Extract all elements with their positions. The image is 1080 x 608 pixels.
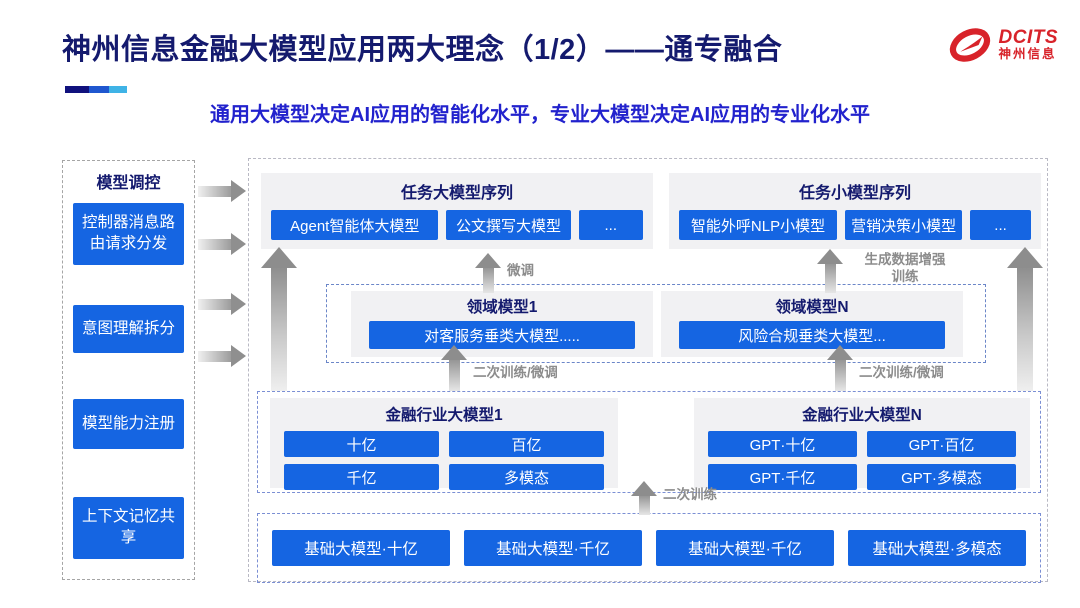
logo-brand-cn: 神州信息 xyxy=(998,47,1057,62)
industry-model-1-header: 金融行业大模型1 xyxy=(385,407,503,424)
up-arrow-icon xyxy=(631,481,657,515)
industry-model-n-panel: 金融行业大模型N GPT·十亿 GPT·百亿 GPT·千亿 GPT·多模态 xyxy=(694,398,1030,490)
model-control-panel: 模型调控 控制器消息路由请求分发 意图理解拆分 模型能力注册 上下文记忆共享 xyxy=(62,160,195,580)
right-arrow-icon xyxy=(198,233,246,255)
task-small-model-more: ... xyxy=(970,210,1031,240)
domain-models-group: 领域模型1 对客服务垂类大模型..... 领域模型N 风险合规垂类大模型... xyxy=(326,284,986,363)
task-large-models-panel: 任务大模型序列 Agent智能体大模型 公文撰写大模型 ... xyxy=(261,173,653,249)
up-arrow-tall-icon xyxy=(261,247,297,391)
industry-model-n-gpt-10b: GPT·百亿 xyxy=(867,431,1016,457)
domain-model-n-panel: 领域模型N 风险合规垂类大模型... xyxy=(661,291,963,357)
industry-model-1-multimodal: 多模态 xyxy=(449,464,604,490)
label-gen-data-augment-training: 生成数据增强 训练 xyxy=(847,252,963,286)
domain-model-n-header: 领域模型N xyxy=(775,299,849,316)
industry-model-1-panel: 金融行业大模型1 十亿 百亿 千亿 多模态 xyxy=(270,398,618,490)
up-arrow-icon xyxy=(475,253,501,293)
industry-model-1-scale-100b: 千亿 xyxy=(284,464,439,490)
task-small-model-marketing: 营销决策小模型 xyxy=(845,210,963,240)
task-large-models-header: 任务大模型序列 xyxy=(400,185,513,202)
logo-brand-text: DCITS xyxy=(998,27,1058,49)
domain-model-1-item: 对客服务垂类大模型..... xyxy=(369,321,635,349)
industry-model-n-gpt-multimodal: GPT·多模态 xyxy=(867,464,1016,490)
label-secondary-training: 二次训练 xyxy=(663,487,717,502)
base-model-1b: 基础大模型·十亿 xyxy=(272,530,450,566)
task-small-model-outbound-nlp: 智能外呼NLP小模型 xyxy=(679,210,838,240)
task-large-model-more: ... xyxy=(578,210,643,240)
model-control-header: 模型调控 xyxy=(96,175,161,192)
right-arrow-icon xyxy=(198,293,246,315)
right-arrow-icon xyxy=(198,345,246,367)
up-arrow-tall-icon xyxy=(1007,247,1043,391)
accent-bar-segment xyxy=(89,86,109,93)
industry-model-1-scale-1b: 十亿 xyxy=(284,431,439,457)
industry-model-n-gpt-100b: GPT·千亿 xyxy=(708,464,857,490)
title-accent-bar xyxy=(65,86,127,93)
sidebar-item-capability-register: 模型能力注册 xyxy=(73,399,184,449)
industry-model-1-scale-10b: 百亿 xyxy=(449,431,604,457)
accent-bar-segment xyxy=(65,86,89,93)
up-arrow-icon xyxy=(827,345,853,391)
page-subtitle: 通用大模型决定AI应用的智能化水平，专业大模型决定AI应用的专业化水平 xyxy=(210,104,870,126)
up-arrow-icon xyxy=(441,345,467,391)
domain-model-1-panel: 领域模型1 对客服务垂类大模型..... xyxy=(351,291,653,357)
dcits-swirl-icon xyxy=(949,28,990,62)
sidebar-item-context-memory: 上下文记忆共享 xyxy=(73,497,184,559)
task-small-models-panel: 任务小模型序列 智能外呼NLP小模型 营销决策小模型 ... xyxy=(669,173,1041,249)
dcits-logo: DCITS 神州信息 xyxy=(947,22,1059,68)
right-arrow-icon xyxy=(198,180,246,202)
accent-bar-segment xyxy=(109,86,127,93)
base-model-100b-a: 基础大模型·千亿 xyxy=(464,530,642,566)
domain-model-n-item: 风险合规垂类大模型... xyxy=(679,321,945,349)
sidebar-item-controller-routing: 控制器消息路由请求分发 xyxy=(73,203,184,265)
industry-model-n-gpt-1b: GPT·十亿 xyxy=(708,431,857,457)
up-arrow-icon xyxy=(817,249,843,293)
sidebar-item-intent-split: 意图理解拆分 xyxy=(73,305,184,353)
task-large-model-doc-writing: 公文撰写大模型 xyxy=(446,210,571,240)
industry-model-n-header: 金融行业大模型N xyxy=(802,407,922,424)
main-diagram: 任务大模型序列 Agent智能体大模型 公文撰写大模型 ... 任务小模型序列 … xyxy=(248,158,1048,583)
page-title: 神州信息金融大模型应用两大理念（1/2）——通专融合 xyxy=(62,34,783,66)
base-models-group: 基础大模型·十亿 基础大模型·千亿 基础大模型·千亿 基础大模型·多模态 xyxy=(257,513,1041,583)
base-model-multimodal: 基础大模型·多模态 xyxy=(848,530,1026,566)
label-fine-tune: 微调 xyxy=(507,263,534,278)
label-secondary-training-finetune-right: 二次训练/微调 xyxy=(859,365,944,380)
industry-models-group: 金融行业大模型1 十亿 百亿 千亿 多模态 金融行业大模型N GPT·十亿 GP… xyxy=(257,391,1041,493)
label-gen-data-line2: 训练 xyxy=(891,268,919,284)
label-secondary-training-finetune-left: 二次训练/微调 xyxy=(473,365,558,380)
task-large-model-agent: Agent智能体大模型 xyxy=(271,210,439,240)
task-small-models-header: 任务小模型序列 xyxy=(798,185,911,202)
label-gen-data-line1: 生成数据增强 xyxy=(864,252,946,267)
domain-model-1-header: 领域模型1 xyxy=(466,299,538,316)
base-model-100b-b: 基础大模型·千亿 xyxy=(656,530,834,566)
